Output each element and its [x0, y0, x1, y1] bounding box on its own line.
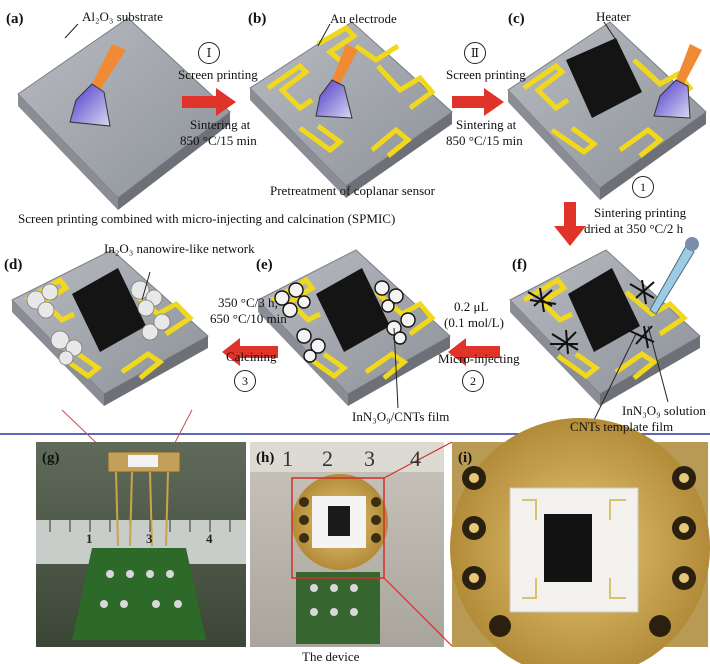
heater-d	[72, 268, 146, 352]
label-template: CNTs template film	[570, 419, 674, 434]
heater-f	[568, 268, 640, 352]
device-caption: The device	[302, 649, 360, 664]
ruler-h-number-1: 1	[282, 446, 293, 471]
heater-c	[566, 38, 642, 118]
brush-c-icon	[653, 44, 702, 119]
spmic-caption: Screen printing combined with micro-inje…	[18, 211, 396, 226]
cnt-film-e	[274, 280, 416, 363]
electrodes-f	[522, 276, 688, 380]
cnt-template-f	[527, 279, 655, 355]
calcine-temp-a: 350 °C/3 h;	[218, 295, 279, 310]
label-electrode: Au electrode	[330, 11, 397, 26]
ruler-number-4: 4	[206, 531, 213, 546]
photo-i	[450, 418, 710, 664]
label-substrate: Al₂O₃ substrate	[82, 9, 163, 24]
label-nanowire: In₂O₃ nanowire-like network	[104, 241, 255, 256]
panel-label-d: (d)	[4, 257, 23, 273]
arrow-1-icon	[182, 88, 236, 116]
step-f-marker: 1	[632, 176, 654, 198]
substrate-a	[17, 17, 231, 210]
dropper-icon	[649, 237, 699, 315]
photo-g	[36, 442, 246, 647]
label-film: InN₃O₉/CNTs film	[352, 409, 450, 424]
nanowire-network-d	[26, 280, 171, 366]
panel-label-i: (i)	[458, 450, 473, 466]
brush-b-icon	[315, 44, 358, 119]
inject-conc: (0.1 mol/L)	[444, 315, 504, 330]
arrow-2-icon	[452, 88, 504, 116]
label-solution: InN₃O₉ solution	[622, 403, 706, 418]
ruler-number-3: 3	[146, 531, 153, 546]
panel-label-h: (h)	[256, 450, 275, 466]
step-2-marker: Ⅱ	[464, 42, 486, 64]
ruler-number-1: 1	[86, 531, 93, 546]
panel-label-f: (f)	[512, 257, 527, 273]
photo-h	[250, 442, 444, 647]
arrow-4-icon	[448, 338, 500, 366]
step-1-text-c: 850 °C/15 min	[180, 133, 257, 148]
step-f-text-b: dried at 350 °C/2 h	[584, 221, 684, 236]
ruler-h-number-3: 3	[364, 446, 375, 471]
brush-icon	[69, 44, 126, 127]
inject-volume: 0.2 μL	[454, 299, 489, 314]
arrow-3-icon	[222, 338, 278, 366]
step-2-text-a: Screen printing	[446, 67, 526, 82]
pretreatment-caption: Pretreatment of coplanar sensor	[270, 183, 435, 198]
inject-text: Micro-injecting	[438, 351, 520, 366]
step-1-marker: Ⅰ	[198, 42, 220, 64]
panel-label-a: (a)	[6, 11, 24, 27]
ruler-h-number-4: 4	[410, 446, 421, 471]
panel-label-b: (b)	[248, 11, 267, 27]
calcine-temp-b: 650 °C/10 min	[210, 311, 287, 326]
step-inject-marker: 2	[462, 370, 484, 392]
ruler-h-number-2: 2	[322, 446, 333, 471]
calcine-text: Calcining	[226, 349, 277, 364]
step-2-text-c: 850 °C/15 min	[446, 133, 523, 148]
panel-label-c: (c)	[508, 11, 525, 27]
electrodes-b	[266, 24, 436, 158]
arrow-down-icon	[554, 202, 586, 246]
step-f-text-a: Sintering printing	[594, 205, 687, 220]
step-1-text-b: Sintering at	[190, 117, 251, 132]
panel-label-e: (e)	[256, 257, 273, 273]
heater-e	[316, 268, 390, 352]
step-2-text-b: Sintering at	[456, 117, 517, 132]
step-calcine-marker: 3	[234, 370, 256, 392]
panel-label-g: (g)	[42, 450, 60, 466]
step-1-text-a: Screen printing	[178, 67, 258, 82]
label-heater: Heater	[596, 9, 631, 24]
